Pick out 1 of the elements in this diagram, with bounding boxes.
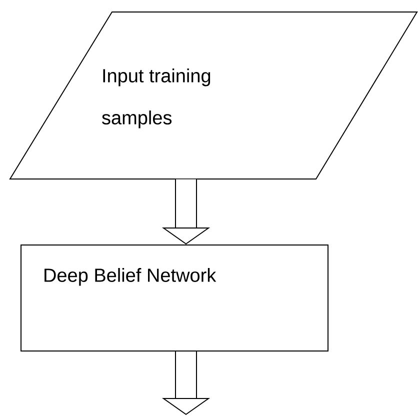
- process-box: Deep Belief Network: [20, 244, 328, 352]
